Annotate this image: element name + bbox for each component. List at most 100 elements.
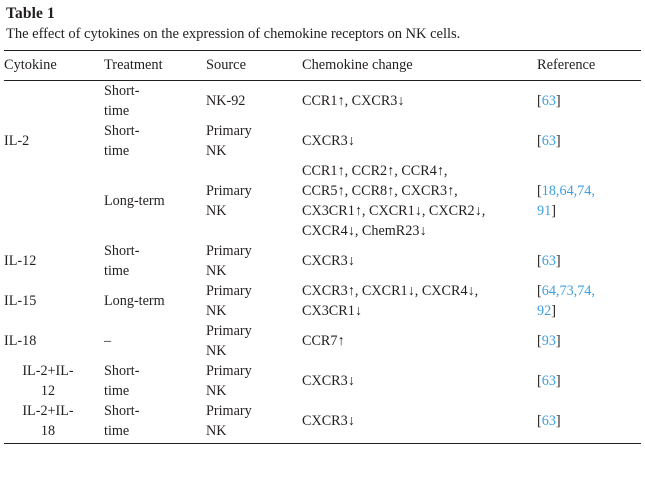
source-line: Primary <box>206 123 252 139</box>
treatment-line: Short- <box>104 403 140 419</box>
reference-citation[interactable]: 91] <box>537 201 641 221</box>
reference-number[interactable]: 63 <box>541 413 556 429</box>
chemokine-change-line: CCR1↑, CCR2↑, CCR4↑, <box>302 163 448 179</box>
source-line: NK <box>206 383 227 399</box>
source-line: Primary <box>206 183 252 199</box>
cell-cytokine <box>4 161 104 241</box>
cell-reference: [93] <box>537 321 641 361</box>
cell-chemokine-change: CCR1↑, CCR2↑, CCR4↑, CCR5↑, CCR8↑, CXCR3↑… <box>302 161 537 241</box>
treatment-line: Short- <box>104 243 140 259</box>
cell-chemokine-change: CXCR3↓ <box>302 241 537 281</box>
column-header-treatment: Treatment <box>104 57 163 73</box>
reference-bracket-close: ] <box>555 333 561 349</box>
reference-bracket-open: [ <box>537 93 542 109</box>
reference-number[interactable]: 63 <box>541 133 556 149</box>
cell-chemokine-change: CXCR3↓ <box>302 361 537 401</box>
cell-cytokine: IL-2+IL-18 <box>4 401 104 441</box>
reference-bracket-close: ] <box>555 253 561 269</box>
reference-number[interactable]: 63 <box>541 373 556 389</box>
cell-reference: [63] <box>537 121 641 161</box>
cell-reference: [18,64,74,91] <box>537 161 641 241</box>
reference-bracket-close: ] <box>555 413 561 429</box>
column-header-chemokine-change: Chemokine change <box>302 57 413 73</box>
reference-bracket-open: [ <box>537 283 542 299</box>
chemokine-change-line: CX3CR1↓ <box>302 303 362 319</box>
reference-citation[interactable]: [63] <box>537 131 641 151</box>
cell-source: NK-92 <box>206 81 302 121</box>
cell-treatment: Short-time <box>104 401 206 441</box>
cell-reference: [63] <box>537 361 641 401</box>
cell-cytokine: IL-12 <box>4 253 37 269</box>
source-line: NK <box>206 203 227 219</box>
source-line: NK <box>206 263 227 279</box>
reference-citation[interactable]: [63] <box>537 91 641 111</box>
cell-cytokine: IL-2+IL-12 <box>4 361 104 401</box>
cell-chemokine-change: CCR1↑, CXCR3↓ <box>302 81 537 121</box>
table-number: Table 1 <box>6 5 55 22</box>
treatment-line: – <box>104 333 112 349</box>
cytokine-line: IL-2+IL- <box>22 363 74 379</box>
reference-bracket-close: ] <box>555 133 561 149</box>
source-line: NK <box>206 343 227 359</box>
cell-reference: [63] <box>537 401 641 441</box>
reference-bracket-close: ] <box>551 203 556 219</box>
reference-number[interactable]: 18,64,74, <box>541 183 595 199</box>
reference-citation[interactable]: [63] <box>537 411 641 431</box>
reference-number[interactable]: 93 <box>541 333 556 349</box>
reference-citation[interactable]: [63] <box>537 251 641 271</box>
source-line: NK <box>206 423 227 439</box>
source-line: NK <box>206 303 227 319</box>
chemokine-change-line: CXCR4↓, ChemR23↓ <box>302 223 427 239</box>
chemokine-change-line: CCR7↑ <box>302 333 345 349</box>
cell-cytokine: IL-2 <box>4 133 30 149</box>
reference-number[interactable]: 91 <box>537 203 552 219</box>
treatment-line: time <box>104 103 130 119</box>
reference-number[interactable]: 63 <box>541 93 556 109</box>
cell-treatment: – <box>104 321 206 361</box>
reference-bracket-open: [ <box>537 333 542 349</box>
cell-chemokine-change: CXCR3↓ <box>302 121 537 161</box>
cell-treatment: Short-time <box>104 81 206 121</box>
cell-chemokine-change: CXCR3↑, CXCR1↓, CXCR4↓,CX3CR1↓ <box>302 281 537 321</box>
reference-citation[interactable]: 92] <box>537 301 641 321</box>
chemokine-change-line: CXCR3↓ <box>302 373 355 389</box>
column-header-cytokine: Cytokine <box>4 57 57 73</box>
reference-citation[interactable]: [63] <box>537 371 641 391</box>
reference-citation[interactable]: [64,73,74, <box>537 281 641 301</box>
cell-treatment: Short-time <box>104 121 206 161</box>
reference-bracket-open: [ <box>537 133 542 149</box>
cell-reference: [63] <box>537 81 641 121</box>
source-line: Primary <box>206 363 252 379</box>
reference-citation[interactable]: [18,64,74, <box>537 181 641 201</box>
treatment-line: time <box>104 423 130 439</box>
reference-number[interactable]: 63 <box>541 253 556 269</box>
treatment-line: time <box>104 143 130 159</box>
treatment-line: Short- <box>104 83 140 99</box>
data-table: Cytokine Treatment Source Chemokine chan… <box>4 51 641 80</box>
source-line: Primary <box>206 283 252 299</box>
cell-treatment: Short-time <box>104 361 206 401</box>
reference-number[interactable]: 64,73,74, <box>541 283 595 299</box>
table-caption: The effect of cytokines on the expressio… <box>6 26 461 42</box>
chemokine-change-line: CXCR3↓ <box>302 253 355 269</box>
chemokine-change-line: CCR5↑, CCR8↑, CXCR3↑, <box>302 183 458 199</box>
treatment-line: time <box>104 383 130 399</box>
reference-citation[interactable]: [93] <box>537 331 641 351</box>
cytokine-line: 18 <box>40 423 56 439</box>
reference-bracket-open: [ <box>537 373 542 389</box>
table-top-rule <box>4 50 641 51</box>
cell-reference: [64,73,74,92] <box>537 281 641 321</box>
chemokine-change-line: CXCR3↓ <box>302 133 355 149</box>
reference-number[interactable]: 92 <box>537 303 552 319</box>
reference-bracket-open: [ <box>537 413 542 429</box>
